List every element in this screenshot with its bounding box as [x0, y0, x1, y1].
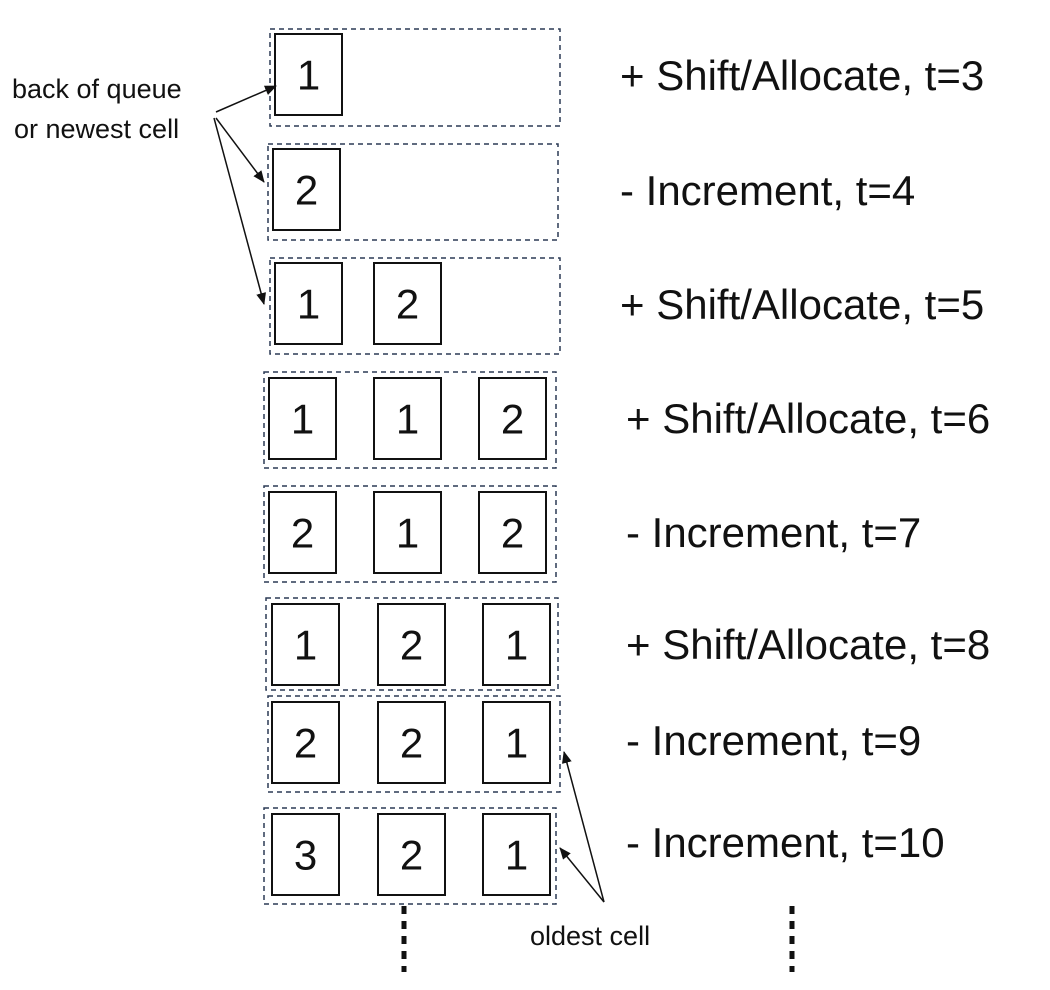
- operation-label-row-8: - Increment, t=10: [626, 819, 945, 866]
- queue-cell-box: [482, 603, 551, 686]
- back-of-queue-label-line1: back of queue: [12, 74, 182, 104]
- queue-cell: 2: [478, 377, 547, 460]
- oldest-cell-label: oldest cell: [530, 921, 651, 951]
- queue-cell-box: [271, 603, 340, 686]
- queue-cell: 2: [377, 813, 446, 896]
- queue-cell: 1: [274, 262, 343, 345]
- queue-cell-value: 1: [291, 396, 314, 443]
- queue-cell-value: 1: [294, 622, 317, 669]
- queue-cell: 1: [482, 603, 551, 686]
- queue-cell: 2: [268, 491, 337, 574]
- queue-cell-value: 2: [400, 720, 423, 767]
- arrow-newest-row3: [213, 117, 266, 305]
- back-of-queue-label-line2: or newest cell: [14, 114, 180, 144]
- operation-label-row-4: + Shift/Allocate, t=6: [626, 395, 991, 442]
- queue-cell-value: 1: [297, 281, 320, 328]
- queue-cell-value: 1: [396, 396, 419, 443]
- queue-cell: 2: [271, 701, 340, 784]
- queue-cell-value: 1: [505, 720, 528, 767]
- queue-cell-box: [268, 491, 337, 574]
- queue-cell-box: [478, 491, 547, 574]
- queue-cell-box: [271, 701, 340, 784]
- continuation-dots: [401, 906, 795, 972]
- queue-row-4-frame: [263, 371, 557, 469]
- operation-label-row-3: + Shift/Allocate, t=5: [620, 281, 985, 328]
- queue-cell-value: 1: [297, 52, 320, 99]
- queue-cell: 2: [377, 603, 446, 686]
- queue-cell-value: 1: [396, 510, 419, 557]
- queue-row-7-frame: [267, 695, 561, 793]
- queue-row-6-frame: [265, 597, 559, 691]
- queue-cell-value: 2: [501, 396, 524, 443]
- queue-cell-value: 2: [291, 510, 314, 557]
- arrow-newest-row2: [215, 117, 265, 183]
- queue-cell-value: 1: [505, 622, 528, 669]
- queue-cell-box: [373, 491, 442, 574]
- queue-row-8-frame: [263, 807, 557, 905]
- queue-cell-box: [274, 33, 343, 116]
- queue-cell-value: 2: [400, 622, 423, 669]
- queue-cell-box: [377, 813, 446, 896]
- queue-cell-value: 2: [501, 510, 524, 557]
- queue-cell-box: [373, 377, 442, 460]
- operation-label-row-2: - Increment, t=4: [620, 167, 916, 214]
- queue-row-5-frame: [263, 485, 557, 583]
- queue-cell-value: 2: [294, 720, 317, 767]
- queue-row-2-frame: [267, 143, 559, 241]
- arrow-oldest-row7: [562, 751, 605, 903]
- queue-row-1-frame: [269, 28, 561, 127]
- queue-cell-box: [272, 148, 341, 231]
- operation-label-row-5: - Increment, t=7: [626, 509, 922, 556]
- queue-cell-box: [377, 701, 446, 784]
- arrow-oldest-row8: [559, 847, 605, 903]
- queue-cell: 3: [271, 813, 340, 896]
- queue-cell: 1: [482, 813, 551, 896]
- queue-cell-box: [478, 377, 547, 460]
- queue-cell: 1: [271, 603, 340, 686]
- queue-row-3-frame: [269, 257, 561, 355]
- queue-cell-value: 3: [294, 832, 317, 879]
- operation-label-row-1: + Shift/Allocate, t=3: [620, 52, 985, 99]
- queue-cell: 1: [482, 701, 551, 784]
- queue-cell: 1: [268, 377, 337, 460]
- operation-label-row-7: - Increment, t=9: [626, 717, 922, 764]
- queue-cell: 1: [274, 33, 343, 116]
- queue-cell-box: [377, 603, 446, 686]
- queue-cell-box: [373, 262, 442, 345]
- queue-cell: 1: [373, 377, 442, 460]
- operation-label-row-6: + Shift/Allocate, t=8: [626, 621, 991, 668]
- rows-layer: 1 2 1 2 1 1 2 2 1 2 1 2 1 2 2 1 3 2 1: [263, 28, 561, 905]
- queue-cell: 2: [373, 262, 442, 345]
- queue-cell-box: [271, 813, 340, 896]
- queue-cell-box: [482, 813, 551, 896]
- queue-cell-value: 2: [400, 832, 423, 879]
- queue-cell-box: [482, 701, 551, 784]
- queue-cell-value: 2: [295, 167, 318, 214]
- queue-cell: 2: [377, 701, 446, 784]
- queue-cell-box: [268, 377, 337, 460]
- arrows-layer: [213, 85, 605, 903]
- arrow-newest-row1: [215, 85, 277, 113]
- queue-cell: 1: [373, 491, 442, 574]
- queue-cell: 2: [478, 491, 547, 574]
- queue-cell-value: 1: [505, 832, 528, 879]
- queue-cell-box: [274, 262, 343, 345]
- queue-cell-value: 2: [396, 281, 419, 328]
- queue-cell: 2: [272, 148, 341, 231]
